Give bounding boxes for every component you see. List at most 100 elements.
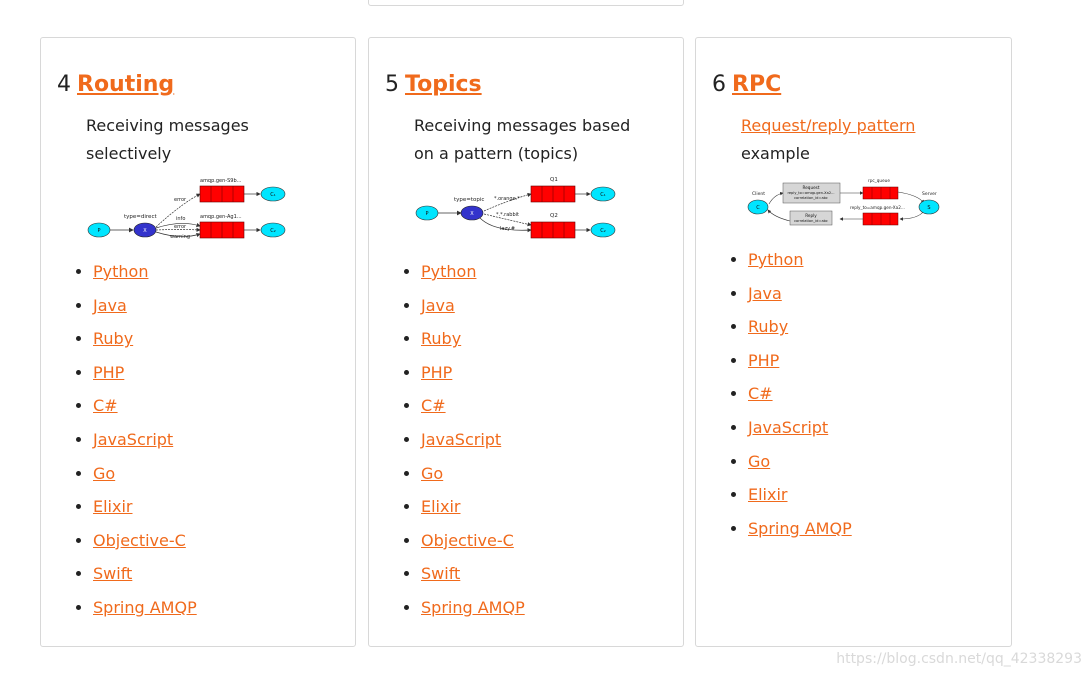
language-link-php[interactable]: PHP bbox=[93, 362, 125, 382]
queue-2-label: amqp.gen-Ag1... bbox=[200, 214, 242, 220]
list-item: Ruby bbox=[748, 310, 852, 344]
language-link-objective-c[interactable]: Objective-C bbox=[421, 530, 514, 550]
list-item: C# bbox=[748, 377, 852, 411]
list-item: PHP bbox=[748, 344, 852, 378]
rpc-queue-label: rpc_queue bbox=[868, 178, 890, 183]
list-item: Ruby bbox=[421, 322, 525, 356]
language-link-go[interactable]: Go bbox=[748, 451, 771, 471]
exchange-label: X bbox=[470, 211, 474, 217]
list-item: Ruby bbox=[93, 322, 197, 356]
list-item: Spring AMQP bbox=[93, 591, 197, 625]
tutorial-title-link[interactable]: Topics bbox=[405, 72, 482, 97]
language-link-elixir[interactable]: Elixir bbox=[748, 485, 788, 505]
language-link-spring-amqp[interactable]: Spring AMQP bbox=[748, 518, 852, 538]
exchange-type-label: type=topic bbox=[454, 197, 484, 203]
language-link-swift[interactable]: Swift bbox=[93, 564, 133, 584]
language-link-csharp[interactable]: C# bbox=[93, 396, 118, 416]
language-link-spring-amqp[interactable]: Spring AMQP bbox=[421, 597, 525, 617]
exchange-node bbox=[133, 222, 157, 238]
language-link-ruby[interactable]: Ruby bbox=[748, 317, 789, 337]
list-item: Python bbox=[421, 255, 525, 289]
binding-1-label: error bbox=[174, 197, 187, 203]
language-link-elixir[interactable]: Elixir bbox=[421, 497, 461, 517]
exchange-label: X bbox=[143, 228, 147, 234]
language-link-java[interactable]: Java bbox=[748, 283, 782, 303]
language-link-java[interactable]: Java bbox=[93, 295, 127, 315]
queue-2 bbox=[530, 221, 576, 239]
list-item: Java bbox=[421, 289, 525, 323]
reply-line-1: correlation_id=abc bbox=[794, 219, 828, 223]
language-link-csharp[interactable]: C# bbox=[421, 396, 446, 416]
list-item: Java bbox=[93, 289, 197, 323]
tutorial-title-link[interactable]: RPC bbox=[732, 72, 782, 97]
list-item: Python bbox=[93, 255, 197, 289]
binding-1-label: *.orange.* bbox=[494, 196, 520, 202]
list-item: PHP bbox=[93, 356, 197, 390]
language-link-spring-amqp[interactable]: Spring AMQP bbox=[93, 597, 197, 617]
list-item: Swift bbox=[93, 557, 197, 591]
list-item: JavaScript bbox=[748, 411, 852, 445]
list-item: Java bbox=[748, 277, 852, 311]
tutorial-description: Receiving messages selectively bbox=[86, 116, 249, 163]
server-label: Server bbox=[922, 191, 937, 197]
list-item: Spring AMQP bbox=[421, 591, 525, 625]
language-link-javascript[interactable]: JavaScript bbox=[421, 429, 502, 449]
request-line-2: correlation_id=abc bbox=[794, 196, 828, 200]
list-item: Go bbox=[421, 457, 525, 491]
language-link-php[interactable]: PHP bbox=[421, 362, 453, 382]
client-node bbox=[747, 199, 769, 215]
server-node bbox=[918, 199, 940, 215]
consumer-node-2 bbox=[590, 222, 616, 238]
language-link-python[interactable]: Python bbox=[93, 262, 149, 281]
queue-2 bbox=[199, 221, 245, 239]
language-link-javascript[interactable]: JavaScript bbox=[93, 429, 174, 449]
language-link-python[interactable]: Python bbox=[748, 250, 804, 269]
producer-label: P bbox=[97, 228, 100, 234]
consumer-2-label: C₂ bbox=[600, 228, 606, 234]
rpc-diagram: Request reply_to=amqp.gen-Xa2... correla… bbox=[747, 178, 940, 226]
consumer-1-label: C₁ bbox=[270, 192, 276, 198]
language-link-elixir[interactable]: Elixir bbox=[93, 497, 133, 517]
request-message-box bbox=[782, 182, 841, 204]
language-link-objective-c[interactable]: Objective-C bbox=[93, 530, 186, 550]
tutorial-title-link[interactable]: Routing bbox=[77, 72, 175, 97]
list-item: Spring AMQP bbox=[748, 512, 852, 546]
reply-queue-label: reply_to=amqp.gen-Xa2... bbox=[850, 205, 905, 210]
binding-2-label: info bbox=[176, 216, 185, 222]
language-link-python[interactable]: Python bbox=[421, 262, 477, 281]
reply-title: Reply bbox=[805, 213, 817, 218]
language-link-php[interactable]: PHP bbox=[748, 350, 780, 370]
language-link-swift[interactable]: Swift bbox=[421, 564, 461, 584]
tutorial-number: 4 bbox=[57, 72, 71, 97]
binding-3-label: lazy.# bbox=[500, 226, 515, 232]
language-link-go[interactable]: Go bbox=[93, 463, 116, 483]
producer-node bbox=[87, 222, 111, 238]
consumer-1-label: C₁ bbox=[600, 192, 606, 198]
language-link-javascript[interactable]: JavaScript bbox=[748, 417, 829, 437]
server-node-label: S bbox=[927, 205, 930, 211]
list-item: Python bbox=[748, 243, 852, 277]
language-list: Python Java Ruby PHP C# JavaScript Go El… bbox=[710, 243, 852, 545]
producer-label: P bbox=[425, 211, 428, 217]
consumer-2-label: C₂ bbox=[270, 228, 276, 234]
language-link-csharp[interactable]: C# bbox=[748, 384, 773, 404]
queue-1-label: Q1 bbox=[550, 177, 558, 183]
consumer-node-1 bbox=[590, 186, 616, 202]
language-list: Python Java Ruby PHP C# JavaScript Go El… bbox=[383, 255, 525, 625]
exchange-type-label: type=direct bbox=[124, 214, 157, 220]
language-link-java[interactable]: Java bbox=[421, 295, 455, 315]
language-link-ruby[interactable]: Ruby bbox=[93, 329, 134, 349]
language-link-ruby[interactable]: Ruby bbox=[421, 329, 462, 349]
request-reply-pattern-link[interactable]: Request/reply pattern bbox=[741, 116, 916, 135]
watermark: https://blog.csdn.net/qq_42338293 bbox=[836, 651, 1082, 667]
queue-2-label: Q2 bbox=[550, 213, 558, 219]
list-item: Elixir bbox=[421, 490, 525, 524]
previous-card-edge bbox=[368, 0, 684, 6]
language-link-go[interactable]: Go bbox=[421, 463, 444, 483]
queue-1 bbox=[199, 185, 245, 203]
binding-2-label: *.*.rabbit bbox=[496, 212, 519, 218]
